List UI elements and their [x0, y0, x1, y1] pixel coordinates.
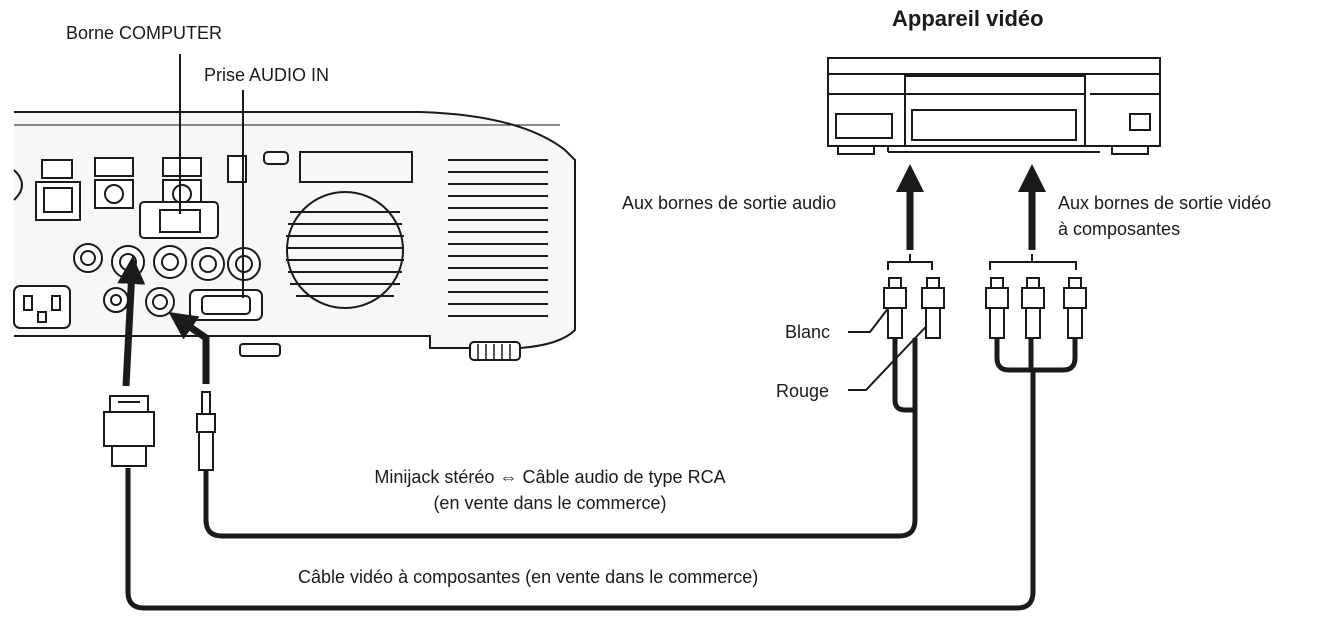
blanc-label: Blanc [785, 322, 831, 342]
sortie-video-label-line2: à composantes [1058, 219, 1181, 239]
cables [125, 338, 1078, 611]
borne-computer-label: Borne COMPUTER [66, 23, 223, 43]
vga-plug [103, 395, 155, 467]
rouge-label: Rouge [776, 381, 830, 401]
minijack-plug [196, 391, 216, 471]
direction-arrows [117, 164, 1046, 387]
video-device [827, 57, 1161, 155]
audio-cable-label-line1: Minijack stéréo ⇔ Câble audio de type RC… [374, 467, 726, 487]
vent-grille [286, 151, 548, 317]
sortie-audio-label: Aux bornes de sortie audio [622, 193, 837, 213]
projector-rear-panel [13, 111, 576, 361]
video-cable-label: Câble vidéo à composantes (en vente dans… [298, 567, 759, 587]
appareil-video-title: Appareil vidéo [892, 6, 1044, 31]
sortie-video-label-line1: Aux bornes de sortie vidéo [1058, 193, 1272, 213]
rca-plugs [883, 277, 1087, 339]
plug-braces [887, 254, 1077, 270]
prise-audio-in-label: Prise AUDIO IN [204, 65, 330, 85]
audio-cable-label-line2: (en vente dans le commerce) [433, 493, 667, 513]
